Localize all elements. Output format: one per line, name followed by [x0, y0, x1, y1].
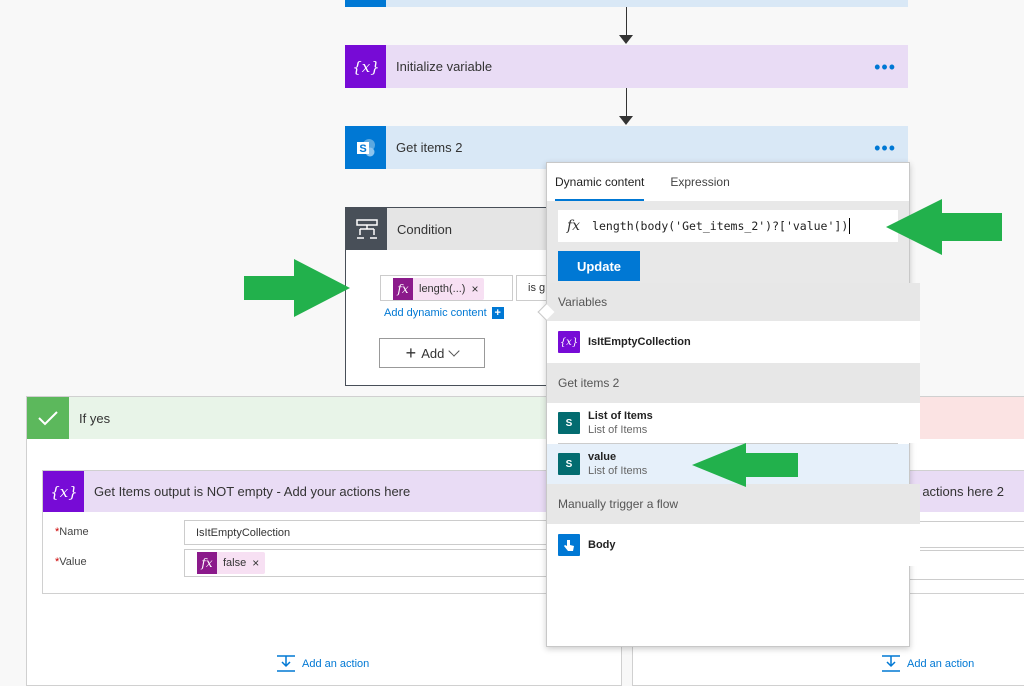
get-items-2-step[interactable]: S Get items 2 ••• [345, 126, 908, 169]
connector-arrowhead [619, 35, 633, 44]
expression-panel: fx length(body('Get_items_2')?['value'])… [547, 201, 909, 283]
add-label: Add [421, 345, 445, 361]
section-title: Manually trigger a flow [558, 497, 679, 511]
item-subtitle: List of Items [588, 424, 648, 436]
step-title: Get items 2 [396, 140, 463, 155]
fx-icon: fx [393, 278, 413, 300]
add-an-action-label: Add an action [302, 658, 370, 670]
expression-token[interactable]: fx length(...) × [393, 278, 485, 300]
dynamic-content-popup[interactable]: Dynamic content Expression fx length(bod… [546, 162, 920, 647]
add-icon: + [405, 342, 417, 363]
chevron-down-icon [448, 345, 460, 357]
add-button[interactable]: + Add [379, 338, 485, 368]
section-variables: Variables [547, 283, 920, 321]
value-field[interactable]: fx false × [184, 549, 548, 577]
value-token[interactable]: fx false × [197, 552, 266, 574]
update-label: Update [576, 258, 622, 274]
name-label-text: Name [59, 526, 89, 538]
checkmark-icon [27, 397, 69, 439]
variable-icon: {x} [345, 45, 386, 88]
sharepoint-icon: S [558, 412, 580, 434]
popup-tabs: Dynamic content Expression [547, 163, 909, 201]
set-variable-header[interactable]: {x} Get Items output is NOT empty - Add … [43, 471, 621, 512]
condition-header[interactable]: Condition [346, 208, 554, 250]
step-title: Condition [397, 221, 452, 237]
remove-token-icon[interactable]: × [471, 282, 479, 296]
name-field-value: IsItEmptyCollection [196, 527, 291, 539]
no-branch-field[interactable] [909, 521, 1024, 548]
remove-token-icon[interactable]: × [252, 556, 260, 570]
sharepoint-icon: S [558, 453, 580, 475]
action-title: Get Items output is NOT empty - Add your… [94, 484, 411, 499]
add-action-icon [277, 655, 295, 672]
if-yes-title: If yes [79, 410, 111, 426]
condition-icon [346, 208, 387, 250]
item-subtitle: List of Items [588, 465, 648, 477]
value-label-text: Value [59, 556, 87, 568]
fx-icon: fx [197, 552, 217, 574]
name-field[interactable]: IsItEmptyCollection [184, 520, 548, 545]
value-label: *Value [55, 556, 87, 568]
connector-arrowhead [619, 116, 633, 125]
item-title: List of Items [588, 410, 653, 422]
name-label: *Name [55, 526, 89, 538]
connector-line [626, 88, 627, 116]
add-an-action-label: Add an action [907, 658, 975, 670]
required-marker: * [55, 526, 60, 538]
operator-label: is g [528, 282, 546, 294]
text-cursor [849, 218, 851, 234]
annotation-arrow-right-icon [244, 259, 350, 317]
svg-text:{x}: {x} [353, 58, 379, 76]
more-options-icon[interactable]: ••• [874, 137, 896, 158]
initialize-variable-step[interactable]: {x} Initialize variable ••• [345, 45, 908, 88]
manual-trigger-icon [558, 534, 580, 556]
add-dynamic-content-icon: + [491, 307, 504, 319]
variable-icon: {x} [558, 331, 580, 353]
add-an-action-link[interactable]: Add an action [881, 655, 974, 673]
tab-label: Dynamic content [555, 175, 645, 189]
section-title: Get items 2 [558, 376, 620, 390]
tab-dynamic-content[interactable]: Dynamic content [555, 163, 645, 201]
svg-text:S: S [359, 143, 366, 155]
required-marker: * [55, 556, 60, 568]
connector-line [626, 7, 627, 36]
section-title: Variables [558, 295, 608, 309]
add-an-action-link[interactable]: Add an action [276, 655, 369, 673]
item-title: Body [588, 539, 616, 551]
tab-label: Expression [670, 175, 730, 189]
more-options-icon[interactable]: ••• [874, 56, 896, 77]
svg-text:{x}: {x} [51, 483, 77, 501]
add-dynamic-content-link[interactable]: Add dynamic content + [384, 306, 519, 320]
action-title: ur actions here 2 [907, 484, 1004, 499]
variable-icon: {x} [43, 471, 84, 512]
condition-operand-field[interactable]: fx length(...) × [380, 275, 513, 301]
item-title: value [588, 451, 617, 463]
token-label: false [223, 557, 247, 569]
annotation-arrow-left-icon [886, 199, 1002, 255]
if-yes-header[interactable]: If yes [27, 397, 621, 439]
no-branch-field[interactable] [909, 550, 1024, 580]
step-title: Initialize variable [396, 59, 493, 74]
section-get-items-2: Get items 2 [547, 363, 920, 403]
list-item-body[interactable]: Body [547, 524, 920, 566]
previous-step-card[interactable] [345, 0, 908, 7]
sharepoint-icon: S [345, 126, 386, 169]
item-title: IsItEmptyCollection [588, 336, 691, 348]
fx-icon: fx [567, 218, 581, 234]
annotation-arrow-left-icon [692, 443, 798, 487]
token-label: length(...) [419, 283, 466, 295]
condition-operator-select[interactable]: is g [516, 275, 548, 301]
list-divider [558, 443, 898, 444]
add-dynamic-content-label: Add dynamic content [384, 307, 487, 319]
expression-input[interactable]: fx length(body('Get_items_2')?['value']) [558, 210, 898, 242]
list-item-isitemptycollection[interactable]: {x} IsItEmptyCollection [547, 321, 920, 363]
section-manually-trigger: Manually trigger a flow [547, 484, 920, 524]
tab-expression[interactable]: Expression [670, 175, 729, 189]
update-button[interactable]: Update [558, 251, 640, 281]
add-action-icon [882, 655, 900, 672]
expression-text: length(body('Get_items_2')?['value']) [592, 219, 849, 233]
list-item-list-of-items[interactable]: S List of Items List of Items [547, 403, 920, 443]
